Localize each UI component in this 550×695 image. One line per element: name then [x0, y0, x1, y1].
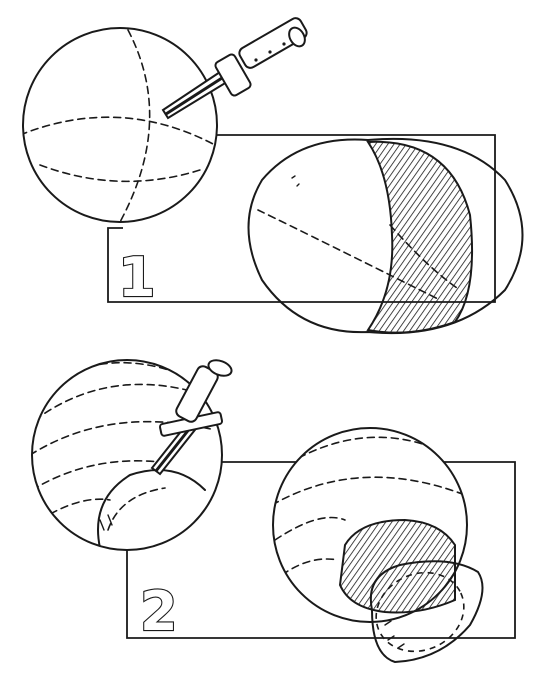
step-2-sphere-icon [31, 359, 223, 551]
step-2-number: 2 [140, 580, 178, 643]
step-1-sphere-icon [22, 27, 218, 223]
step-2-plug [369, 560, 484, 663]
step-1-number: 1 [118, 246, 156, 309]
step-2: 2 [31, 359, 516, 663]
step-1-cut-face [366, 140, 474, 334]
step-1-knife-icon [161, 17, 308, 120]
step-2-knife-icon [150, 359, 233, 476]
step-1-panel [107, 134, 496, 303]
step-1: 1 [22, 17, 524, 335]
step-1-cut-sphere-icon [247, 137, 524, 335]
step-2-hollow-sphere-icon [272, 427, 484, 663]
